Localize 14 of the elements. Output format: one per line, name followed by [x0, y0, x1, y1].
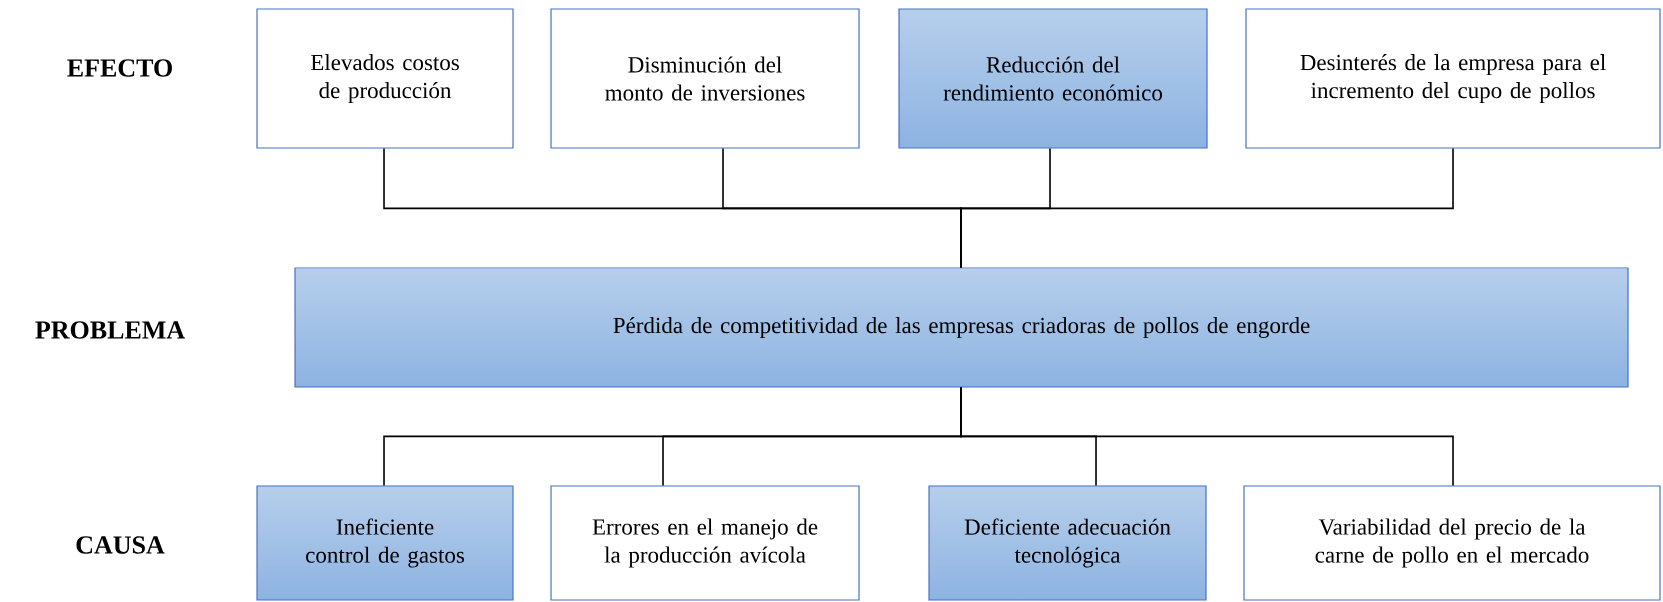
connector-line: [960, 147, 1454, 269]
problem-box: Pérdida de competitividad de las empresas criadoras de pollos de engorde: [294, 267, 1629, 388]
cause-box: Variabilidad del precio de la carne de pollo en el mercado: [1243, 485, 1661, 601]
level-label: CAUSA: [76, 536, 165, 554]
level-label: PROBLEMA: [35, 321, 185, 339]
level-label: EFECTO: [67, 59, 172, 77]
effect-box: Elevados costos de producción: [256, 8, 514, 149]
effect-box: Desinterés de la empresa para el incremento del cupo de pollos: [1245, 8, 1661, 149]
effect-box: Disminución del monto de inversiones: [550, 8, 860, 149]
cause-box: Deficiente adecuación tecnológica: [928, 485, 1207, 601]
cause-box: Ineficiente control de gastos: [256, 485, 514, 601]
connector-line: [960, 386, 1454, 487]
cause-box: Errores en el manejo de la producción avícola: [550, 485, 860, 601]
effect-box: Reducción del rendimiento económico: [898, 8, 1208, 149]
